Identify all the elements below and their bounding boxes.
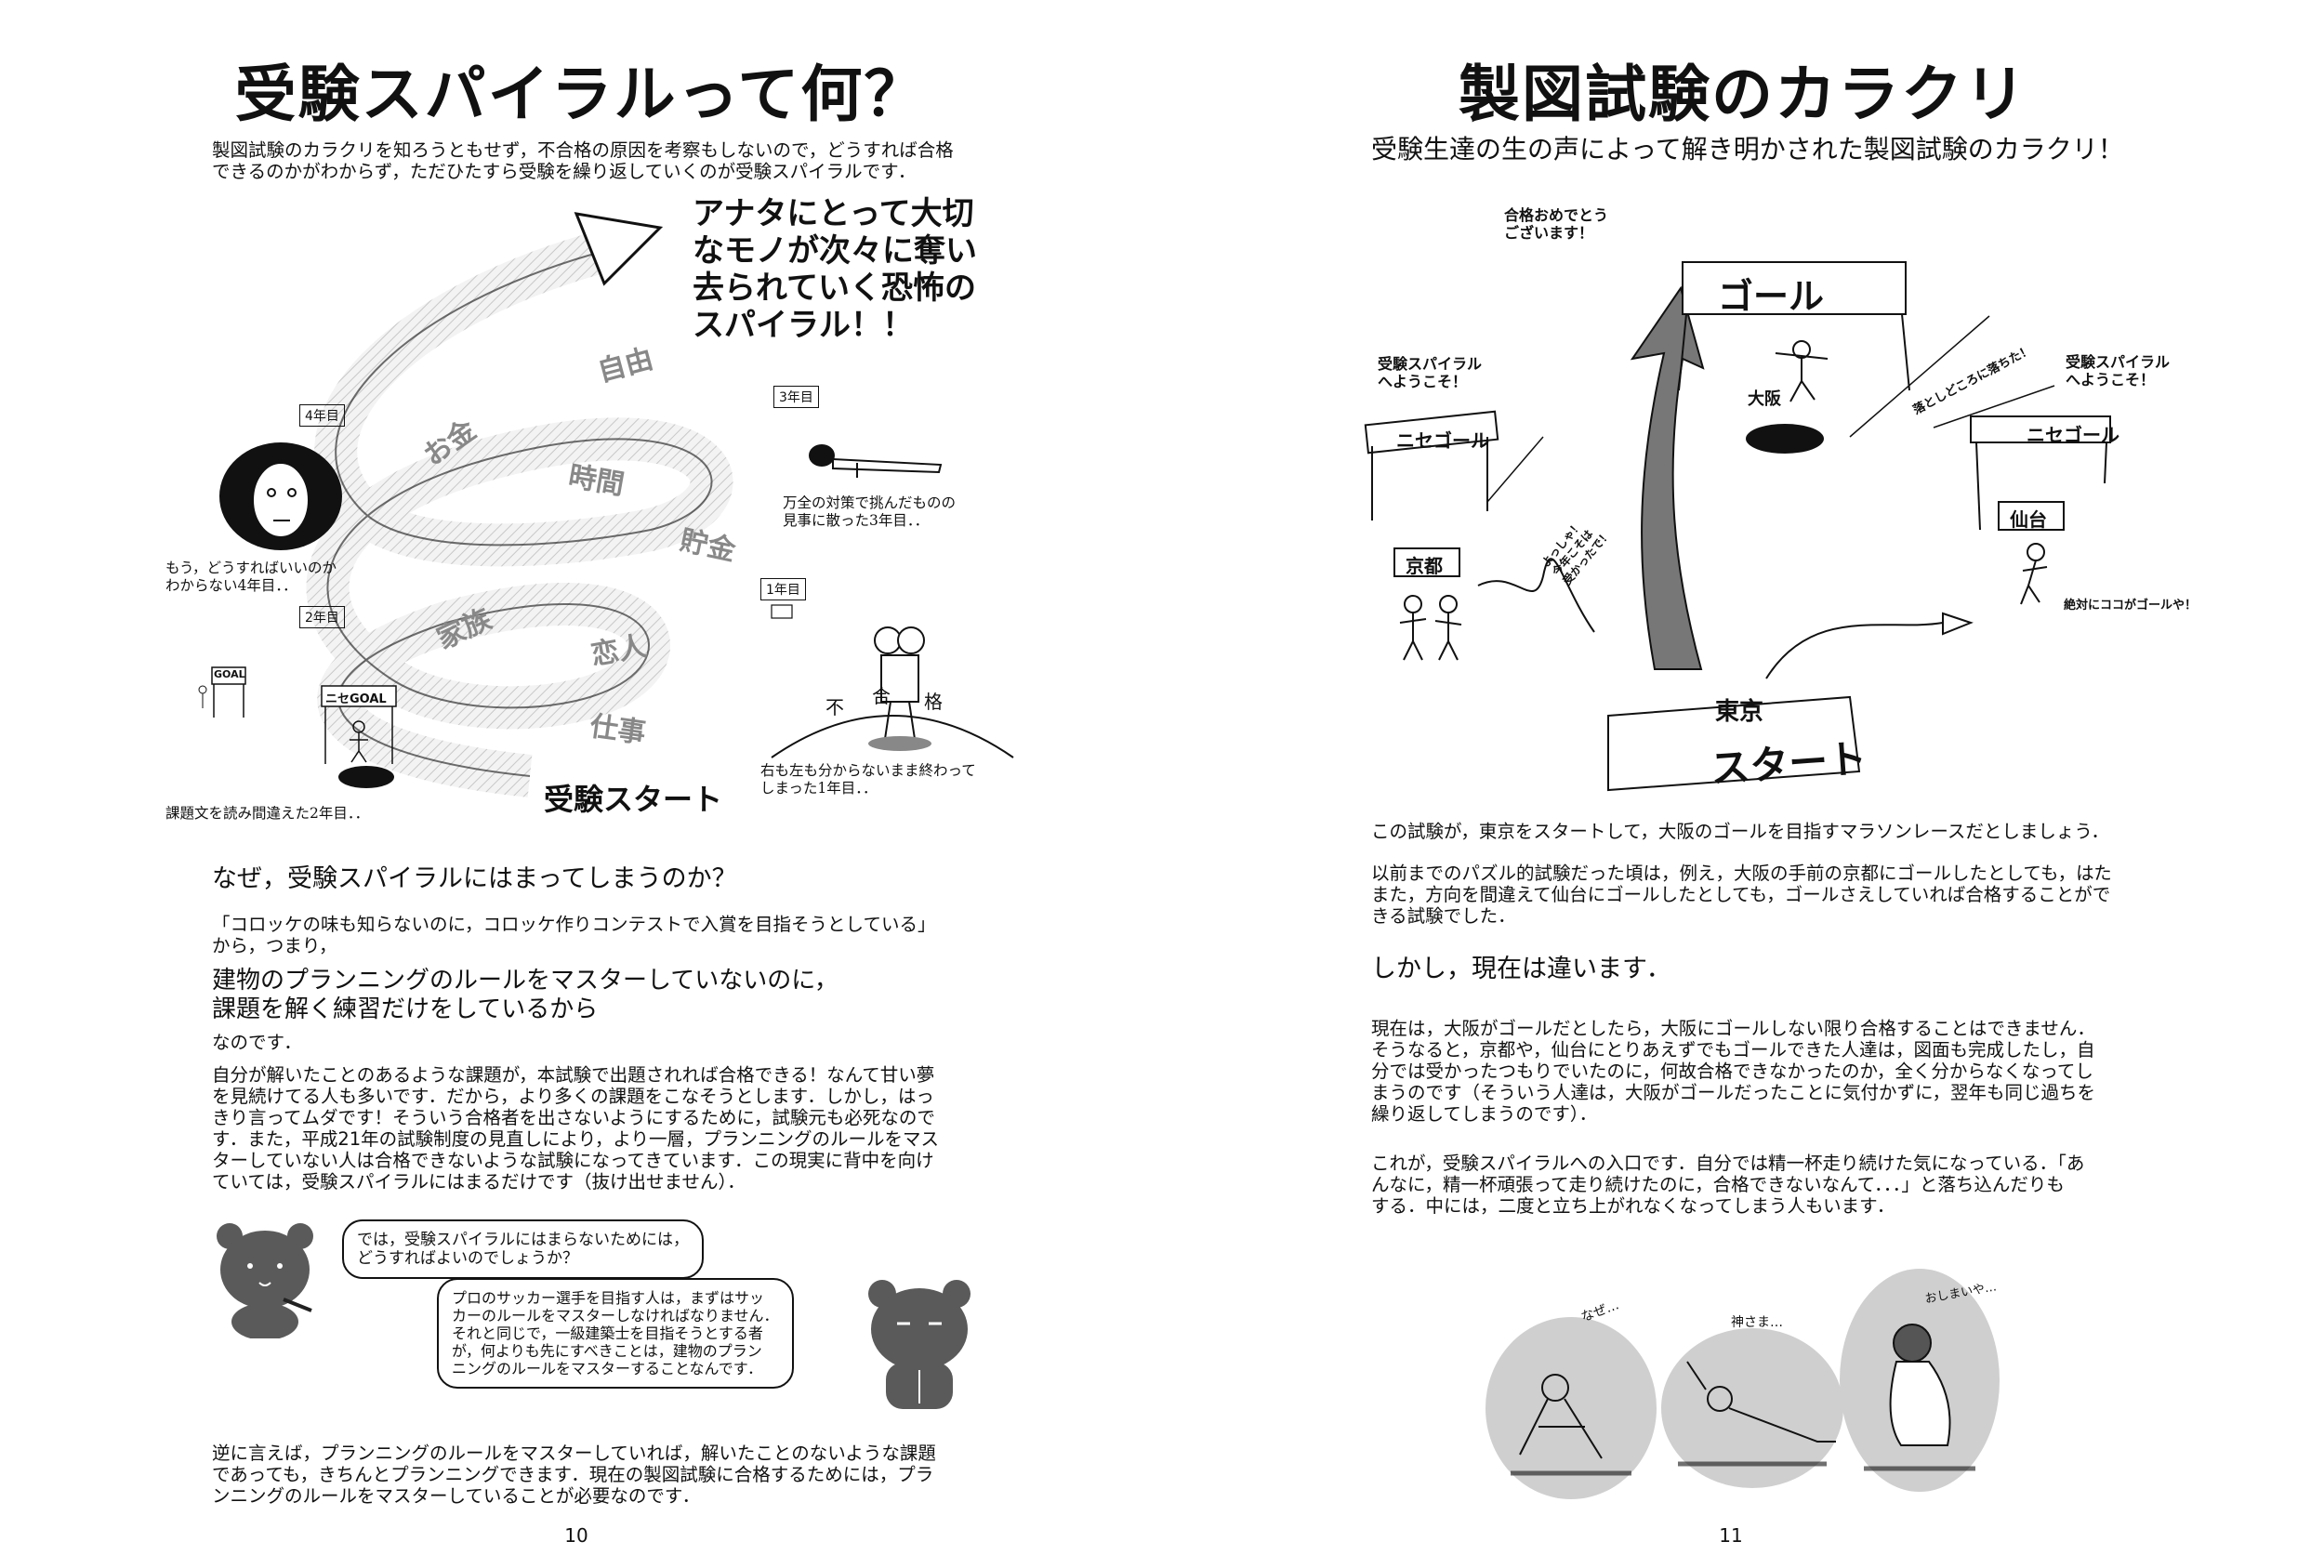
city-sendai: 仙台	[2010, 508, 2047, 531]
city-kyoto: 京都	[1406, 555, 1443, 577]
paragraph-4: これが，受験スパイラルへの入口です．自分では精一杯走り続けた気になっている．「あ…	[1371, 1153, 2085, 1217]
bubble-answer: プロのサッカー選手を目指す人は，まずはサッ カーのルールをマスターしなければなり…	[437, 1278, 794, 1389]
left-page: 受験スパイラルって何？ 製図試験のカラクリを知ろうともせず，不合格の原因を考察も…	[165, 59, 1014, 1547]
year4-caption: もう，どうすればいいのか わからない4年目．．	[165, 560, 337, 594]
spiral-illustration	[306, 212, 733, 797]
welcome-text-left: 受験スパイラル へようこそ！	[1378, 355, 1483, 390]
nanodesu-text: なのです．	[212, 1032, 302, 1053]
right-page: 製図試験のカラクリ 受験生達の生の声によって解き明かされた製図試験のカラクリ！	[1162, 0, 2324, 1568]
sendai-voice-text: 絶対にココがゴールや！	[2064, 599, 2198, 613]
paragraph-2: 以前までのパズル的試験だった頃は，例え，大阪の手前の京都にゴールしたとしても，は…	[1371, 863, 2112, 927]
year2-goal-scene	[198, 666, 397, 788]
question-heading: なぜ，受験スパイラルにはまってしまうのか？	[212, 864, 737, 893]
year1-label: 1年目	[760, 578, 806, 600]
fail-char-2: 合	[872, 685, 891, 707]
year4-woman-illustration	[219, 442, 342, 550]
year1-fail-scene	[771, 604, 1014, 758]
croquette-text: 「コロッケの味も知らないのに，コロッケ作りコンテストで入賞を目指そうとしている」…	[212, 914, 936, 956]
page-number: 11	[1719, 1524, 1743, 1547]
bubble-question: では，受験スパイラルにはまらないためには， どうすればよいのでしょうか？	[342, 1219, 704, 1279]
paragraph-1: この試験が，東京をスタートして，大阪のゴールを目指すマラソンレースだとしましょう…	[1371, 821, 2109, 842]
emphasis-text: 建物のプランニングのルールをマスターしていないのに， 課題を解く練習だけをしてい…	[212, 967, 838, 1023]
congrats-text: 合格おめでとう ございます！	[1504, 206, 1609, 242]
year3-label: 3年目	[773, 386, 819, 408]
heading-not-anymore: しかし，現在は違います．	[1371, 955, 1671, 983]
marathon-illustration	[1364, 261, 2111, 792]
start-banner-text: スタート	[1709, 735, 1868, 792]
year3-caption: 万全の対策で挑んだものの 見事に散った3年目．．	[783, 494, 957, 529]
page-number: 10	[564, 1524, 588, 1547]
paragraph-3: 現在は，大阪がゴールだとしたら，大阪にゴールしない限り合格することはできません．…	[1371, 1018, 2096, 1125]
fear-text: アナタにとって大切 なモノが次々に奪い 去られていく恐怖の スパイラル！！	[693, 195, 977, 344]
goal-sign-text: GOAL	[214, 668, 245, 680]
fake-goal-right-text: ニセゴール	[2027, 424, 2119, 446]
year3-lying-figure	[809, 444, 943, 478]
year2-caption: 課題文を読み間違えた2年目．．	[165, 805, 370, 822]
fake-goal-left-text: ニセゴール	[1396, 429, 1489, 452]
year1-caption: 右も左も分からないまま終わって しまった1年目．．	[760, 762, 976, 797]
intro-text: 製図試験のカラクリを知ろうともせず，不合格の原因を考察もしないので，どうすれば合…	[212, 139, 954, 182]
fail-char-1: 不	[825, 696, 844, 718]
fake-goal-sign-text: ニセGOAL	[325, 692, 387, 706]
exam-start-label: 受験スタート	[544, 782, 723, 817]
page-title: 受験スパイラルって何？	[234, 59, 928, 130]
city-osaka: 大阪	[1748, 389, 1781, 409]
subtitle: 受験生達の生の声によって解き明かされた製図試験のカラクリ！	[1371, 134, 2124, 165]
bear-1-icon	[217, 1223, 313, 1338]
body-text: 自分が解いたことのあるような課題が，本試験で出題されれば合格できる！なんて甘い夢…	[212, 1064, 939, 1192]
goal-banner-text: ゴール	[1718, 276, 1825, 317]
despair-panels	[1486, 1269, 2000, 1499]
panel-text-god: 神さま…	[1731, 1315, 1783, 1330]
spiral-word-work: 仕事	[588, 709, 648, 750]
bear-2-icon	[868, 1280, 971, 1409]
year2-label: 2年目	[299, 606, 345, 628]
year4-label: 4年目	[299, 404, 345, 427]
conclusion-text: 逆に言えば，プランニングのルールをマスターしていれば，解いたことのないような課題…	[212, 1443, 936, 1507]
page-title: 製図試験のカラクリ	[1459, 59, 2027, 130]
welcome-text-right: 受験スパイラル へようこそ！	[2066, 353, 2171, 389]
city-tokyo: 東京	[1715, 698, 1764, 726]
fail-char-3: 格	[924, 691, 943, 713]
